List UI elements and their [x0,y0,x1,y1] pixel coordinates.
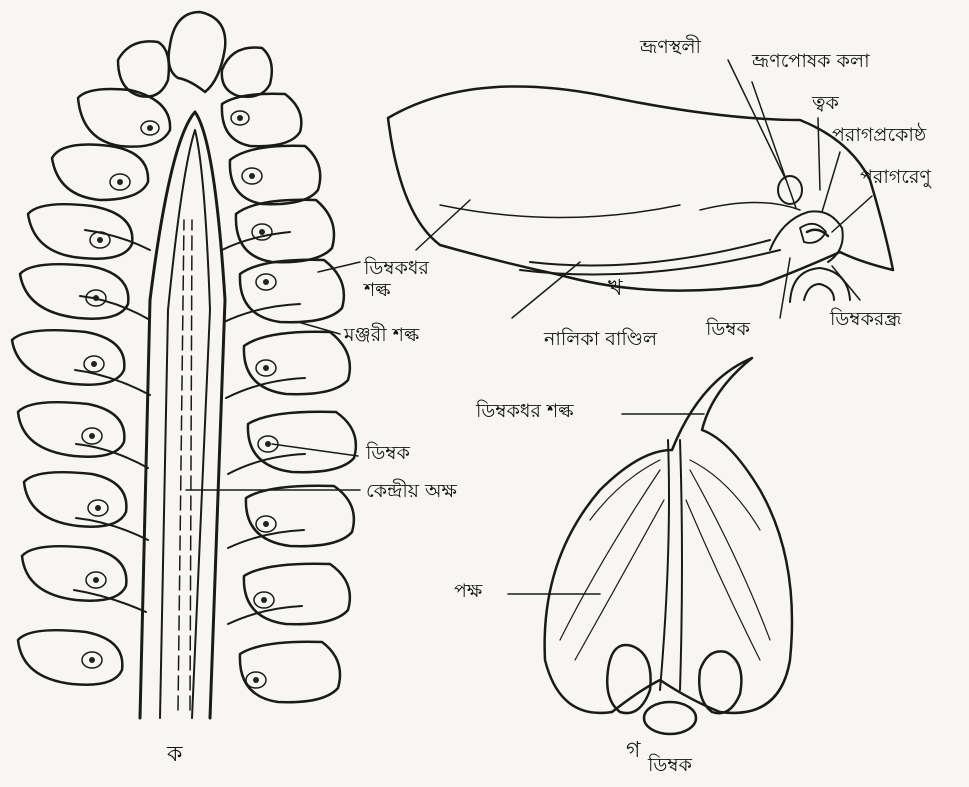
label-integument: ত্বক [812,94,839,113]
label-ovule-b: ডিম্বক [706,320,750,339]
label-central-axis: কেন্দ্রীয় অক্ষ [366,482,457,501]
label-ovuliferous-scale-a: ডিম্বকধর শল্ক [364,258,429,302]
label-wing: পক্ষ [454,582,482,601]
label-pollen-chamber: পরাগপ্রকোষ্ঠ [832,126,926,145]
apex-scale [169,12,226,92]
panel-a-id: ক [167,744,182,766]
right-scales [222,47,356,702]
label-micropyle: ডিম্বকরন্ধ্র [830,310,901,329]
left-scales [12,41,170,684]
panel-a-cone-section [12,12,360,718]
label-pollen-grain: পরাগরেণু [860,168,931,187]
label-ovuliferous-scale-c: ডিম্বকধর শল্ক [476,402,574,421]
label-ovule-c: ডিম্বক [648,756,692,775]
label-embryo-sac: ভ্রূণস্থলী [640,38,701,57]
label-bract-scale: মঞ্জরী শল্ক [344,326,419,345]
label-ovule-a: ডিম্বক [366,444,410,463]
label-nucellus: ভ্রূণপোষক কলা [752,52,870,71]
label-vascular-bundle: নালিকা বাণ্ডিল [544,330,657,349]
panel-b-id: খ [608,278,622,300]
panel-c-id: গ [626,740,640,762]
